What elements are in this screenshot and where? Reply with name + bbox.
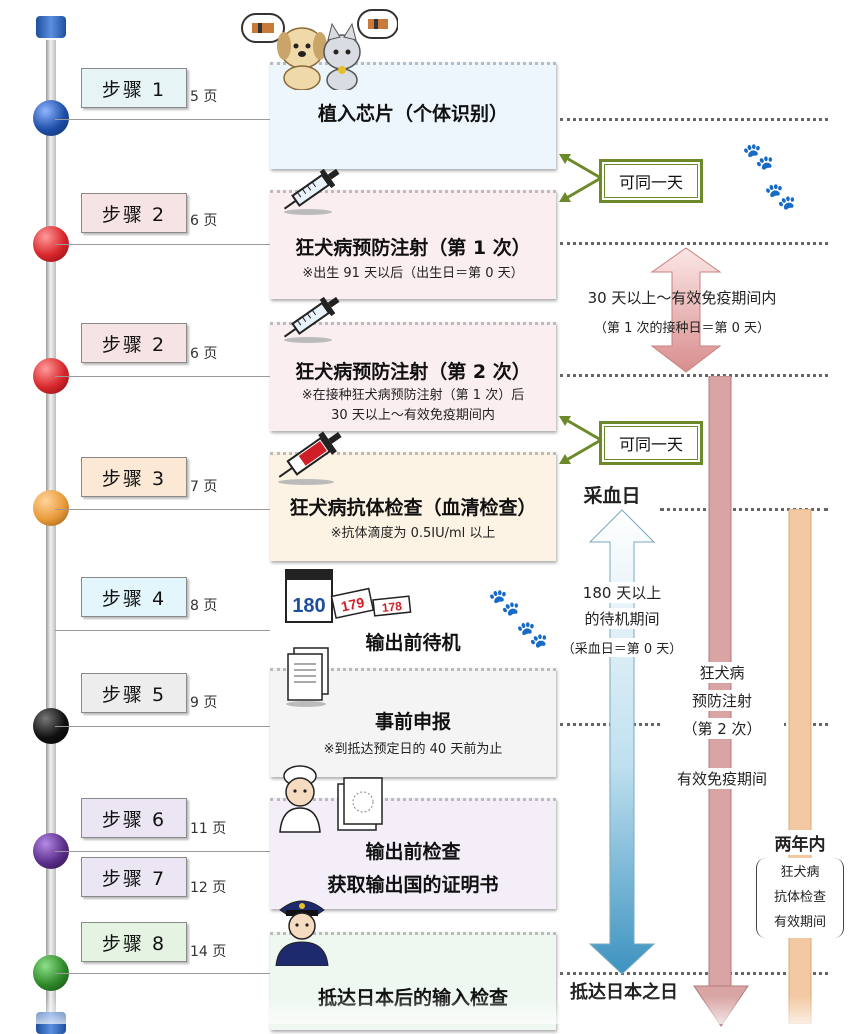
doctor-icon	[279, 765, 383, 833]
step-8-label: 步骤 8	[81, 922, 187, 962]
card-import-title: 抵达日本后的输入检查	[317, 987, 508, 1009]
same-day-box: 可同一天	[599, 421, 703, 465]
connector-line	[55, 630, 270, 631]
dotted-line	[560, 374, 828, 377]
calendar-icon: 180 179 178	[285, 569, 412, 623]
connector-line	[55, 244, 270, 245]
paw-icon: 🐾	[516, 620, 549, 650]
calendar-number-2: 179	[340, 594, 366, 615]
card-rabies-2-note-2: 30 天以上～有效免疫期间内	[331, 408, 495, 423]
paw-icon: 🐾	[488, 588, 521, 618]
connector-line	[55, 509, 270, 510]
step-5-page: 9 页	[190, 695, 218, 711]
paw-icon: 🐾	[764, 182, 797, 212]
step-2-page: 6 页	[190, 213, 218, 229]
card-inspection: 输出前检查 获取输出国的证明书	[270, 798, 556, 909]
card-antibody-title: 狂犬病抗体检查（血清检查）	[289, 497, 537, 519]
pets-icon	[241, 9, 398, 90]
card-rabies-1-note: ※出生 91 天以后（出生日＝第 0 天）	[302, 266, 524, 281]
connector-line	[55, 973, 270, 974]
card-microchip-title: 植入芯片（个体识别）	[317, 103, 508, 125]
card-rabies-1: 狂犬病预防注射（第 1 次） ※出生 91 天以后（出生日＝第 0 天）	[270, 190, 556, 299]
dotted-line	[660, 508, 828, 511]
immunity-rabies-label: 狂犬病	[660, 662, 784, 683]
immunity-second-label: （第 2 次）	[660, 718, 784, 739]
card-inspection-title-2: 获取输出国的证明书	[327, 874, 499, 896]
antibody-validity-box: 狂犬病 抗体检查 有效期间	[756, 858, 844, 938]
dotted-line	[560, 242, 828, 245]
card-antibody: 狂犬病抗体检查（血清检查） ※抗体滴度为 0.5IU/ml 以上	[270, 452, 556, 561]
step-2-label: 步骤 2	[81, 193, 187, 233]
waiting-period-label: 的待机期间	[548, 608, 696, 629]
waiting-period-arrow	[588, 509, 656, 975]
immunity-period-label: 有效免疫期间	[660, 768, 784, 789]
same-day-arrows	[559, 416, 602, 464]
dotted-line	[560, 972, 828, 975]
step-1-label: 步骤 1	[81, 68, 187, 108]
card-notice-note: ※到抵达预定日的 40 天前为止	[323, 742, 503, 757]
card-notice-title: 事前申报	[374, 711, 451, 733]
connector-line	[55, 119, 270, 120]
interval-30-days-note: （第 1 次的接种日＝第 0 天）	[593, 321, 771, 336]
interval-30-days-arrow	[650, 247, 722, 373]
step-8-page: 14 页	[190, 944, 227, 960]
paw-icon: 🐾	[742, 142, 775, 172]
antibody-validity-bar	[788, 509, 812, 1024]
step-5-label: 步骤 5	[81, 673, 187, 713]
same-day-box: 可同一天	[599, 159, 703, 203]
syringe-icon	[283, 168, 340, 215]
timeline-bottom-cap	[36, 1012, 66, 1034]
step-6-page: 11 页	[190, 821, 227, 837]
step-4-label: 步骤 4	[81, 577, 187, 617]
police-icon	[275, 900, 329, 966]
step-7-label: 步骤 7	[81, 857, 187, 897]
step-3-page: 7 页	[190, 479, 218, 495]
dotted-line	[560, 118, 828, 121]
syringe-icon	[283, 296, 340, 343]
step-3-label: 步骤 3	[81, 457, 187, 497]
step-2b-page: 6 页	[190, 346, 218, 362]
card-inspection-title-1: 输出前检查	[365, 841, 461, 863]
same-day-arrows	[559, 154, 602, 202]
step-6-label: 步骤 6	[81, 798, 187, 838]
documents-icon	[286, 647, 329, 707]
card-antibody-note: ※抗体滴度为 0.5IU/ml 以上	[330, 526, 496, 541]
antibody-validity-label: 有效期间	[773, 915, 826, 930]
connector-line	[55, 726, 270, 727]
card-rabies-1-title: 狂犬病预防注射（第 1 次）	[295, 237, 531, 259]
timeline-ball-orange	[33, 490, 69, 526]
waiting-180-days-label: 180 天以上	[548, 582, 696, 603]
connector-line	[55, 851, 270, 852]
timeline-ball-blue	[33, 100, 69, 136]
calendar-number-3: 178	[381, 599, 403, 615]
step-2b-label: 步骤 2	[81, 323, 187, 363]
antibody-check-label: 抗体检查	[773, 890, 826, 905]
two-years-label: 两年内	[760, 830, 840, 855]
timeline-top-cap	[36, 16, 66, 38]
interval-30-days-label: 30 天以上～有效免疫期间内	[587, 289, 777, 307]
step-7-page: 12 页	[190, 880, 227, 896]
blood-day-label: 采血日	[583, 485, 641, 507]
blood-syringe-icon	[278, 431, 342, 485]
timeline-rod	[46, 40, 56, 1030]
calendar-number-1: 180	[292, 595, 325, 617]
card-waiting: 输出前待机	[270, 628, 556, 655]
card-waiting-title: 输出前待机	[365, 632, 461, 654]
card-rabies-2-note-1: ※在接种狂犬病预防注射（第 1 次）后	[301, 388, 525, 403]
step-4-page: 8 页	[190, 598, 218, 614]
connector-line	[55, 376, 270, 377]
card-rabies-2-title: 狂犬病预防注射（第 2 次）	[295, 361, 531, 383]
step-1-page: 5 页	[190, 89, 218, 105]
waiting-period-note: （采血日＝第 0 天）	[548, 638, 696, 657]
immunity-vaccine-label: 预防注射	[660, 690, 784, 711]
arrival-day-label: 抵达日本之日	[558, 978, 690, 1004]
antibody-rabies-label: 狂犬病	[780, 865, 820, 880]
